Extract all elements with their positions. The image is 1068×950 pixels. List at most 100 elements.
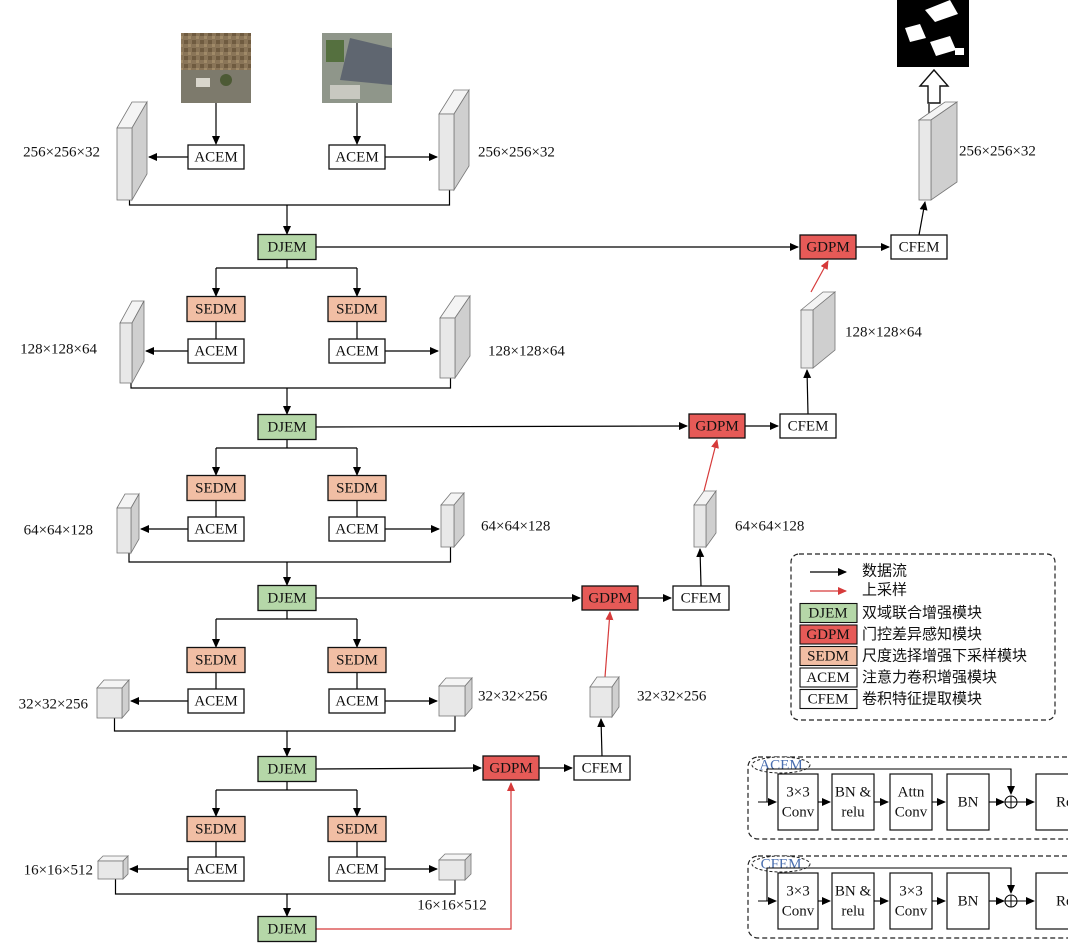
cfem_detail-block-5 [1035,872,1068,930]
level4-sedm-right-label: SEDM [336,652,378,668]
legend-text-cfem: 卷积特征提取模块 [862,690,982,707]
decoder2-gdpm-label: GDPM [695,418,738,434]
decoder-cube-4 [589,675,620,719]
legend-text-sedm: 尺度选择增强下采样模块 [862,647,1027,664]
level4-sedm-left-label: SEDM [195,652,237,668]
level2-sedm-right-label: SEDM [336,301,378,317]
acem_detail-block-3 [889,773,933,831]
acem_detail-skip [766,768,1015,802]
level1-feature-cube-right [438,88,470,192]
legend-key-sedm: SEDM [807,648,849,664]
level3-feature-cube-right [440,491,465,549]
level1-acem-left: ACEM [187,144,245,170]
level4-merge-bus [113,714,456,732]
legend-swatch-djem [799,602,858,624]
level2-acem-right-label: ACEM [335,343,378,359]
decoder-cube-4-upsample [604,611,614,678]
level5-feature-cube-left [97,855,129,880]
level4-dim-left: 32×32×256 [19,696,89,712]
output-change-map [897,0,969,67]
cfem_detail-block-2-line-1: BN & [835,883,872,899]
decoder-cube-4-from-cfem [597,718,606,757]
cfem_detail-block-1-line-2: Conv [782,903,815,919]
level4-acem-left-label: ACEM [194,693,237,709]
decoder4-gdpm-label: GDPM [489,760,532,776]
acem_detail-block-4-line-1: BN [958,794,979,810]
level2-djem-label: DJEM [267,419,306,435]
level5-djem-label: DJEM [267,921,306,937]
legend-swatch-gdpm [799,624,858,645]
acem_detail-block-2-line-1: BN & [835,784,872,800]
decoder-cube-1 [917,101,959,201]
decoder-cube-1-dim: 256×256×32 [959,143,1036,159]
level1-merge-bus [128,188,451,206]
acem_detail-add-symbol [1005,796,1017,808]
acem_detail-block-1-line-1: 3×3 [786,784,809,800]
decoder4-gdpm: GDPM [482,755,540,781]
level1-djem-label: DJEM [267,239,306,255]
decoder3-gdpm: GDPM [581,585,639,611]
level3-sedm-right-label: SEDM [336,480,378,496]
level3-acem-right: ACEM [328,516,386,542]
level4-acem-right: ACEM [328,688,386,714]
acem_detail-block-1-line-2: Conv [782,804,815,820]
acem_detail-block-2 [831,773,875,831]
level2-feature-cube-right [439,294,471,380]
decoder2-skip-djem-to-gdpm [315,422,688,431]
legend-key-cfem: CFEM [808,691,849,707]
level2-merge-bus [130,376,452,389]
level2-feature-cube-left [119,300,145,384]
legend-key-acem: ACEM [806,670,849,686]
level5-sedm-right-label: SEDM [336,821,378,837]
level1-acem-left-label: ACEM [194,149,237,165]
decoder-cube-3-dim: 64×64×128 [735,518,804,534]
decoder-cube-2-from-cfem [803,369,812,415]
level2-sedm-right: SEDM [327,295,387,323]
level1-feature-cube-left [116,100,148,202]
legend-swatch-sedm [799,645,858,667]
legend-key-gdpm: GDPM [806,627,849,643]
level3-sedm-left: SEDM [186,474,246,502]
input-image-t1 [181,33,251,103]
level5-acem-right-label: ACEM [335,861,378,877]
level1-dim-left: 256×256×32 [23,144,100,160]
cfem_detail-block-2-line-2: relu [841,903,865,919]
level5-sedm-left: SEDM [186,815,246,843]
decoder4-cfem: CFEM [573,755,631,781]
level3-djem: DJEM [257,584,317,612]
level5-dim-left: 16×16×512 [24,862,93,878]
legend-upsample-text: 上采样 [862,581,907,598]
acem_detail-title: ACEM [759,757,802,773]
decoder1-cfem-label: CFEM [899,239,940,255]
level2-sedm-left-label: SEDM [195,301,237,317]
decoder-cube-2-upsample [810,260,829,293]
level4-sedm-left: SEDM [186,646,246,674]
cfem_detail-block-3 [889,872,933,930]
cfem_detail-block-3-line-1: 3×3 [899,883,922,899]
level3-dim-left: 64×64×128 [24,522,93,538]
decoder-cube-3-from-cfem [696,548,705,587]
decoder2-cfem: CFEM [779,413,837,439]
level2-sedm-left: SEDM [186,295,246,323]
cfem_detail-skip [766,867,1015,901]
legend-swatch-cfem [799,688,858,710]
level5-sedm-left-label: SEDM [195,821,237,837]
level2-acem-right: ACEM [328,338,386,364]
decoder3-cfem: CFEM [672,585,730,611]
cfem_detail-block-2 [831,872,875,930]
level3-dim-right: 64×64×128 [481,518,550,534]
level5-feature-cube-right [438,853,472,881]
legend-text-djem: 双域联合增强模块 [862,604,982,621]
level1-dim-right: 256×256×32 [478,144,555,160]
decoder3-cfem-label: CFEM [681,590,722,606]
level4-acem-left: ACEM [187,688,245,714]
legend-frame [790,553,1056,721]
decoder1-gdpm: GDPM [799,234,857,260]
level4-sedm-right: SEDM [327,646,387,674]
decoder1-cfem: CFEM [890,234,948,260]
level3-acem-left: ACEM [187,516,245,542]
cfem_detail-block-5-line-1: Relu [1056,893,1068,909]
acem_detail-block-3-line-1: Attn [898,784,925,800]
level4-dim-right: 32×32×256 [478,688,548,704]
